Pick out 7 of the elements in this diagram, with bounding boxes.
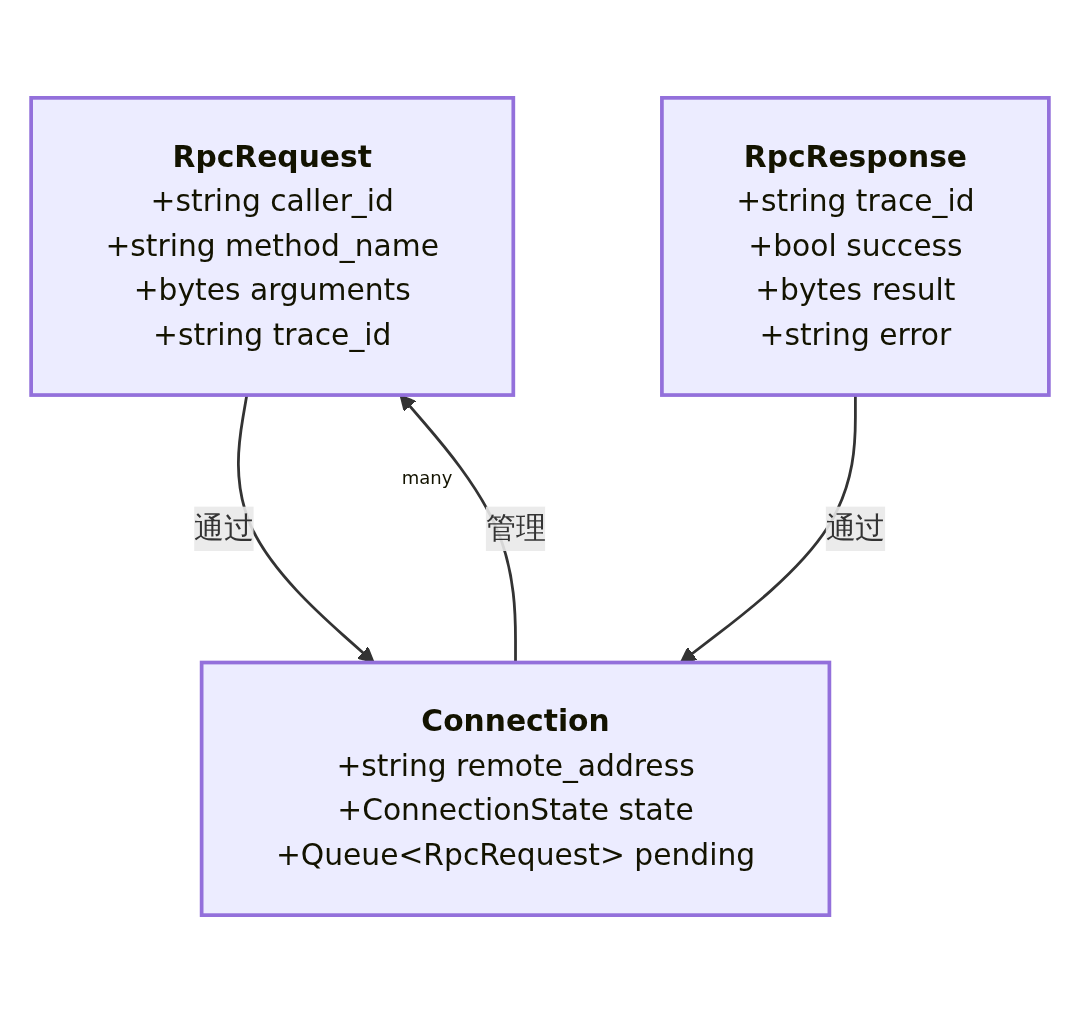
edge-label: 通过 <box>825 510 886 546</box>
node-box: Connection +string remote_address +ConnectionState state +Queue<RpcRequest> pending <box>199 660 832 917</box>
node-box: RpcRequest +string caller_id +string method_name +bytes arguments +string trace_id <box>29 96 516 397</box>
multiplicity-label: many <box>401 467 453 489</box>
edge-label: 通过 <box>194 510 254 546</box>
edge-label: 管理 <box>485 510 546 546</box>
node-box: RpcResponse +string trace_id +bool success +bytes result +string error <box>660 96 1051 397</box>
